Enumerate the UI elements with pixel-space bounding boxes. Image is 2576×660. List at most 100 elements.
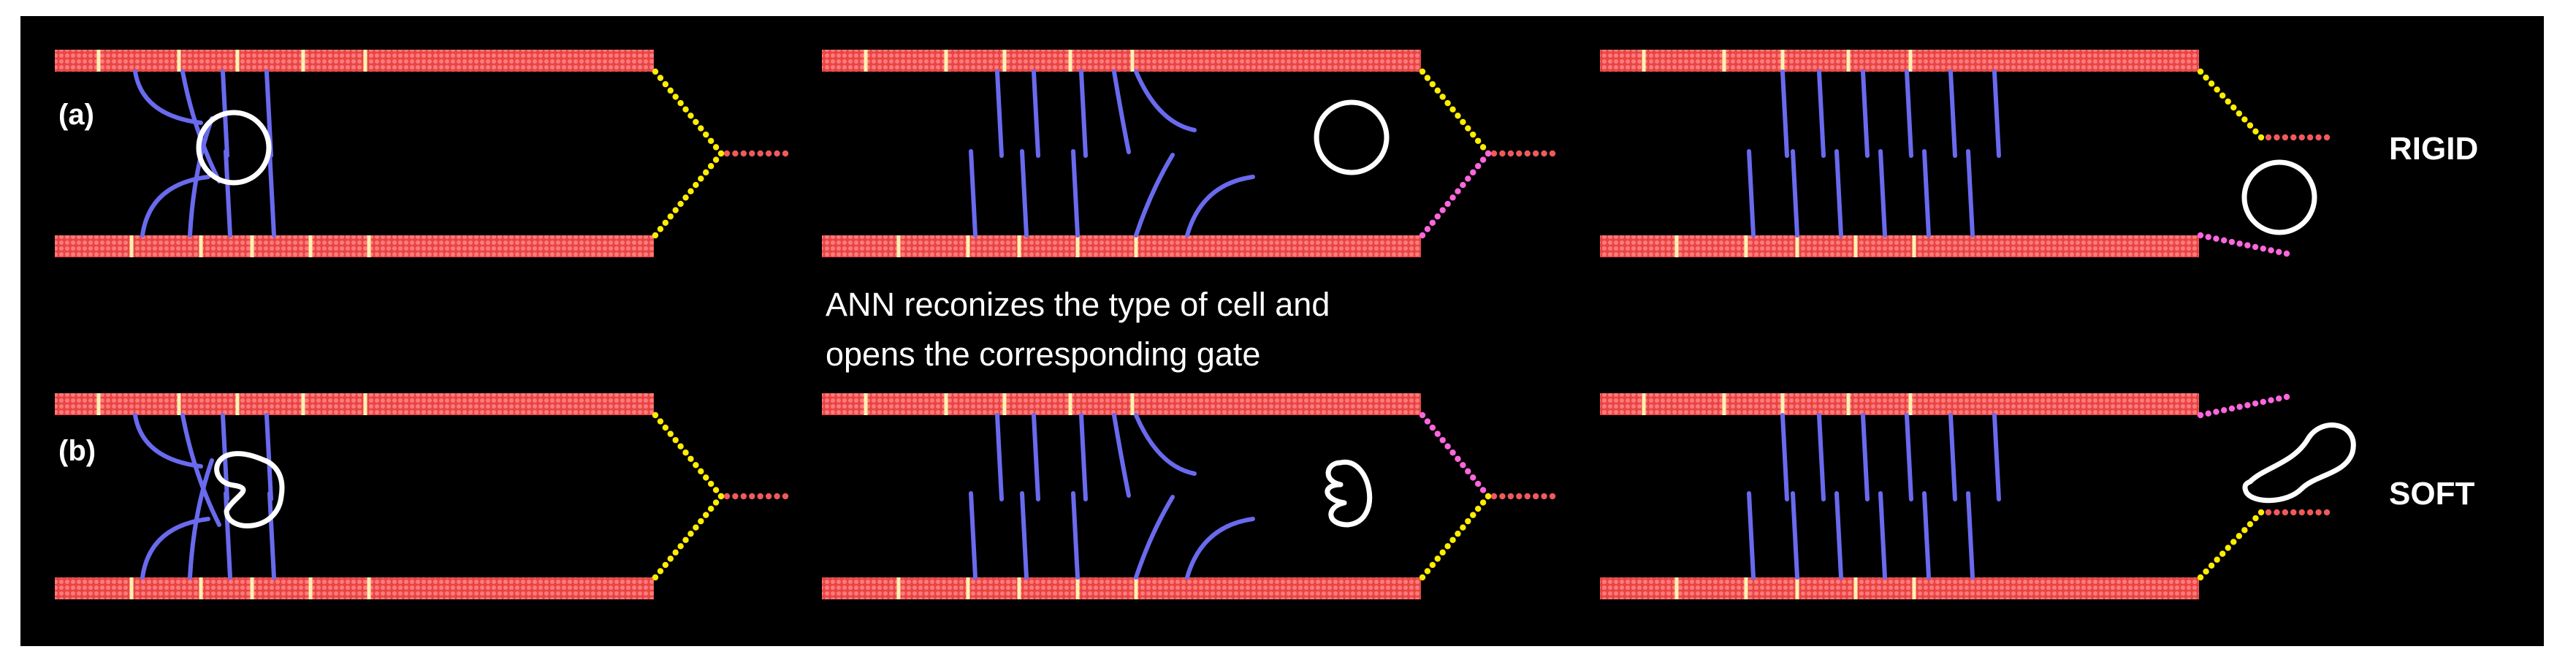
pillar (1747, 149, 1756, 238)
pillar (1071, 491, 1080, 580)
pillar (1861, 69, 1870, 158)
pillar (1079, 69, 1088, 158)
pillar (1134, 69, 1197, 132)
soft-cell (2242, 422, 2356, 504)
pillar (1185, 175, 1255, 238)
gate-upper (2197, 393, 2290, 419)
pillar (1032, 69, 1040, 158)
pillar (1032, 413, 1040, 501)
pillar (140, 175, 210, 238)
pillar (1948, 69, 1957, 158)
pillar (1834, 491, 1843, 580)
pillar (1020, 491, 1029, 580)
gate-lower (1419, 150, 1492, 239)
channel-wall-bottom (55, 577, 654, 599)
gate-stub (1490, 150, 1556, 157)
channel-wall-bottom (1600, 577, 2199, 599)
channel-wall-top (55, 50, 654, 72)
channel-wall-top (1600, 50, 2199, 72)
panel-b-1 (55, 393, 789, 599)
soft-cell (1325, 459, 1373, 528)
pillar (1791, 491, 1799, 580)
soft-cell (214, 451, 285, 528)
pillar (1817, 69, 1826, 158)
gate-upper (1419, 68, 1492, 157)
channel-wall-top (55, 393, 654, 415)
channel-wall-bottom (55, 235, 654, 257)
panel-a-2 (822, 50, 1556, 257)
pillar (1791, 149, 1799, 238)
pillar (1079, 413, 1088, 501)
rigid-cell (196, 110, 272, 186)
rigid-label: RIGID (2389, 131, 2478, 167)
pillar (1780, 413, 1789, 501)
panel-a-3 (1600, 50, 2331, 257)
panel-a-1 (55, 50, 789, 257)
pillar (180, 413, 221, 527)
caption-line-1: ANN reconizes the type of cell and (826, 286, 1330, 323)
pillar (267, 491, 276, 580)
pillar (1134, 413, 1197, 476)
pillar (1747, 491, 1756, 580)
pillar (264, 413, 273, 501)
pillar (1922, 491, 1931, 580)
pillar (180, 69, 221, 183)
caption-line-2: opens the corresponding gate (826, 335, 1260, 373)
gate-stub (723, 493, 789, 500)
gate-upper (2197, 68, 2265, 141)
pillar (267, 149, 276, 238)
pillar (188, 458, 214, 580)
pillar (1185, 517, 1255, 580)
rigid-cell (2241, 159, 2317, 235)
pillar (969, 491, 978, 580)
gate-stub (2265, 134, 2331, 141)
gate-upper (652, 68, 725, 157)
channel-wall-bottom (1600, 235, 2199, 257)
gate-lower (652, 150, 725, 239)
pillar (133, 69, 203, 125)
gate-stub (1490, 493, 1556, 500)
gate-upper (652, 411, 725, 500)
pillar (1834, 149, 1843, 238)
channel-wall-top (822, 393, 1421, 415)
pillar (1112, 413, 1131, 498)
rigid-cell (1314, 99, 1390, 175)
row-b-label: (b) (58, 435, 96, 467)
pillar (995, 413, 1004, 501)
panel-b-3 (1600, 393, 2356, 599)
pillar (1134, 153, 1175, 238)
pillar (1992, 69, 2001, 158)
pillar (1134, 495, 1175, 580)
gate-lower (2197, 232, 2290, 257)
gate-stub (723, 150, 789, 157)
gate-stub (2265, 509, 2331, 516)
pillar (224, 149, 232, 238)
pillar (995, 69, 1004, 158)
pillar (1112, 69, 1131, 154)
row-a-label: (a) (58, 99, 94, 131)
pillar (1992, 413, 2001, 501)
channel-wall-bottom (822, 235, 1421, 257)
gate-lower (2197, 509, 2265, 581)
channel-wall-top (1600, 393, 2199, 415)
channel-wall-top (822, 50, 1421, 72)
figure-background (20, 16, 2544, 646)
pillar (1878, 149, 1887, 238)
pillar (1905, 413, 1913, 501)
panel-b-2 (822, 393, 1556, 599)
gate-lower (652, 493, 725, 581)
pillar (1861, 413, 1870, 501)
channel-wall-bottom (822, 577, 1421, 599)
soft-label: SOFT (2389, 476, 2474, 512)
pillar (1948, 413, 1957, 501)
gate-lower (1419, 493, 1492, 581)
pillar (1780, 69, 1789, 158)
pillar (969, 149, 978, 238)
pillar (1922, 149, 1931, 238)
pillar (1966, 491, 1975, 580)
pillar (140, 517, 210, 580)
pillar (1905, 69, 1913, 158)
pillar (1878, 491, 1887, 580)
pillar (133, 413, 203, 469)
